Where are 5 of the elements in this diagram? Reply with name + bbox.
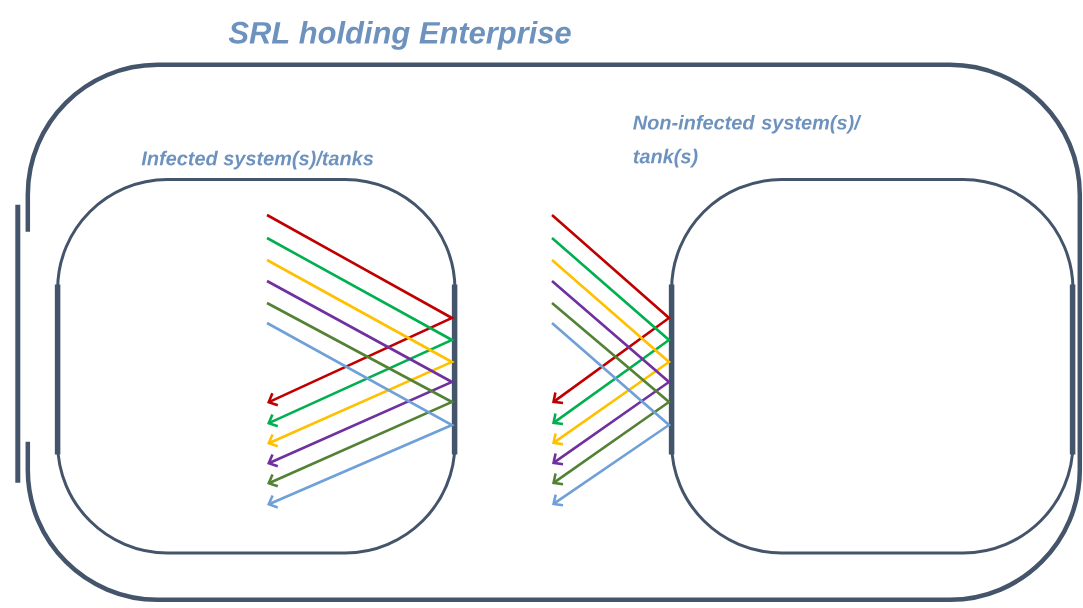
node-label: Infected system(s)/tanks [141,150,374,170]
tank-box: Infected system(s)/tanks [54,150,458,555]
diagram-title: SRL holding Enterprise [228,21,571,50]
tank-box: Non-infected system(s)/ tank(s) [633,114,1076,555]
node-label: Non-infected system(s)/ tank(s) [633,114,862,168]
